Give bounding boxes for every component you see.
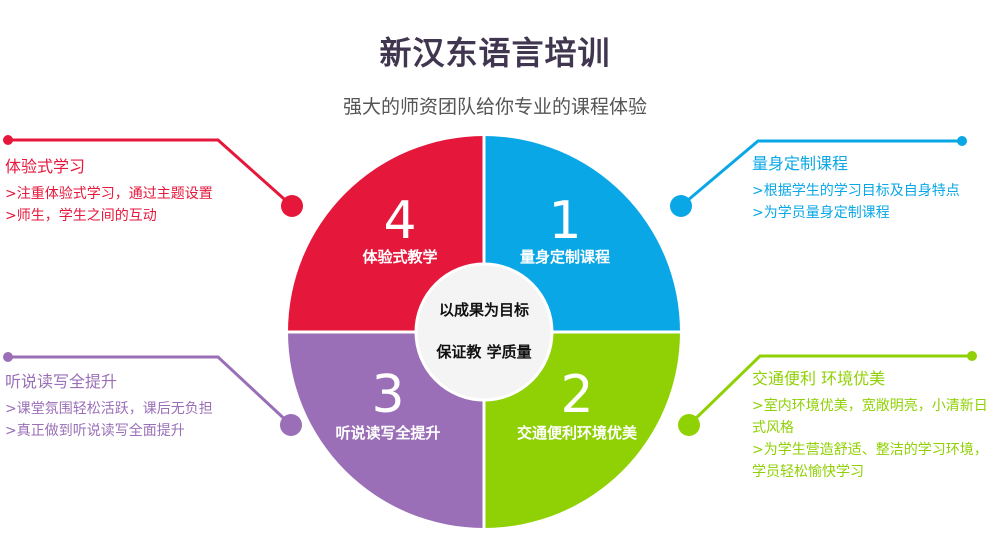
panel-top-left-line-2: >师生，学生之间的互动 [5, 208, 157, 224]
page-title: 新汉东语言培训 [379, 34, 611, 72]
connector-top-left-end-dot [3, 135, 13, 145]
connector-top-left-node [281, 195, 303, 217]
quadrant-3-label: 听说读写全提升 [335, 424, 440, 442]
center-line-1: 以成果为目标 [439, 301, 529, 319]
panel-bottom-right-line-1: >室内环境优美，宽敞明亮，小清新日式风格 [752, 398, 988, 436]
connector-bottom-left [8, 355, 293, 427]
quadrant-3-number: 3 [371, 365, 404, 425]
quadrant-1-label: 量身定制课程 [520, 248, 610, 266]
connector-top-right-end-dot [957, 136, 967, 146]
panel-top-left: 体验式学习 >注重体验式学习，通过主题设置 >师生，学生之间的互动 [5, 156, 213, 227]
panel-bottom-left-line-1: >课堂氛围轻松活跃，课后无负担 [5, 401, 213, 417]
connector-bottom-right-end-dot [967, 351, 977, 361]
connector-bottom-right [687, 354, 972, 427]
panel-top-right-line-1: >根据学生的学习目标及自身特点 [752, 183, 960, 199]
quadrant-1-number: 1 [548, 191, 581, 251]
panel-bottom-right: 交通便利 环境优美 >室内环境优美，宽敞明亮，小清新日式风格 >为学生营造舒适、… [752, 368, 988, 483]
connector-bottom-left-node [280, 414, 302, 436]
panel-bottom-left-line-2: >真正做到听说读写全面提升 [5, 423, 185, 439]
panel-top-right-line-2: >为学员量身定制课程 [752, 205, 890, 221]
quadrant-2-label: 交通便利环境优美 [517, 424, 638, 442]
panel-bottom-right-heading: 交通便利 环境优美 [752, 369, 886, 388]
page-subtitle: 强大的师资团队给你专业的课程体验 [342, 96, 647, 118]
connector-bottom-left-end-dot [3, 352, 13, 362]
connector-top-right-node [670, 195, 692, 217]
panel-top-left-heading: 体验式学习 [5, 157, 86, 176]
panel-bottom-right-line-2: >为学生营造舒适、整洁的学习环境，学员轻松愉快学习 [752, 442, 988, 480]
quadrant-4-label: 体验式教学 [362, 248, 437, 266]
quadrant-4-number: 4 [383, 191, 416, 251]
panel-top-right: 量身定制课程 >根据学生的学习目标及自身特点 >为学员量身定制课程 [752, 153, 960, 224]
center-line-2: 保证教 学质量 [435, 343, 531, 361]
panel-top-right-heading: 量身定制课程 [752, 154, 849, 173]
connector-top-left [8, 138, 293, 208]
quadrant-2-number: 2 [560, 365, 593, 425]
center-hub [414, 262, 554, 402]
panel-bottom-left: 听说读写全提升 >课堂氛围轻松活跃，课后无负担 >真正做到听说读写全面提升 [5, 371, 213, 442]
panel-bottom-left-heading: 听说读写全提升 [5, 372, 118, 391]
panel-top-left-line-1: >注重体验式学习，通过主题设置 [5, 186, 213, 202]
connector-top-right [680, 139, 962, 208]
connector-bottom-right-node [678, 414, 700, 436]
